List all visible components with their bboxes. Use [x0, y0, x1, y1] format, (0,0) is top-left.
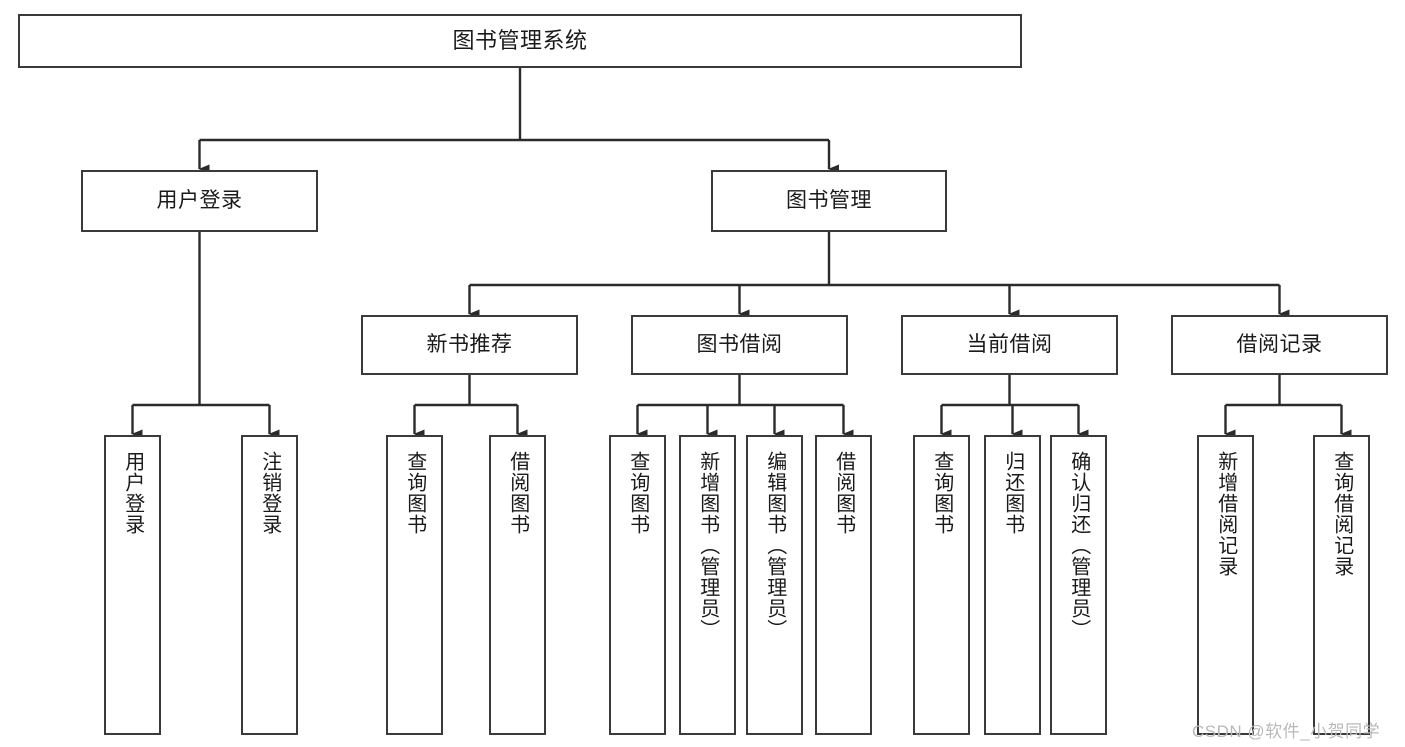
node-leaf-cur-query[interactable]: 查询图书: [913, 435, 970, 735]
node-leaf-rec-query2[interactable]: 查询借阅记录: [1313, 435, 1370, 735]
node-leaf-rec-query[interactable]: 查询图书: [386, 435, 443, 735]
node-label: 新增借阅记录: [1214, 451, 1237, 577]
node-book-manage[interactable]: 图书管理: [711, 170, 947, 232]
node-label: 确认归还（管理员）: [1067, 451, 1090, 640]
node-label: 新增图书（管理员）: [696, 451, 719, 640]
node-root[interactable]: 图书管理系统: [18, 14, 1022, 68]
node-label: 借阅图书: [506, 451, 529, 535]
node-label: 查询借阅记录: [1330, 451, 1353, 577]
node-leaf-rec-add[interactable]: 新增借阅记录: [1197, 435, 1254, 735]
node-label: 借阅记录: [1236, 332, 1323, 356]
node-label: 归还图书: [1001, 451, 1024, 535]
node-new-book-rec[interactable]: 新书推荐: [361, 315, 578, 375]
node-book-borrow[interactable]: 图书借阅: [631, 315, 848, 375]
node-label: 查询图书: [930, 451, 953, 535]
node-label: 注销登录: [258, 451, 281, 535]
node-leaf-cur-return[interactable]: 归还图书: [984, 435, 1041, 735]
node-leaf-user-logout[interactable]: 注销登录: [241, 435, 298, 735]
node-label: 借阅图书: [832, 451, 855, 535]
node-borrow-record[interactable]: 借阅记录: [1171, 315, 1388, 375]
node-label: 编辑图书（管理员）: [763, 451, 786, 640]
node-label: 用户登录: [156, 188, 243, 212]
node-label: 查询图书: [403, 451, 426, 535]
node-leaf-cur-confirm[interactable]: 确认归还（管理员）: [1050, 435, 1107, 735]
node-label: 图书借阅: [696, 332, 783, 356]
node-user-login[interactable]: 用户登录: [81, 170, 318, 232]
node-leaf-borrow-add[interactable]: 新增图书（管理员）: [679, 435, 736, 735]
node-leaf-borrow-query[interactable]: 查询图书: [609, 435, 666, 735]
node-leaf-borrow-edit[interactable]: 编辑图书（管理员）: [746, 435, 803, 735]
node-label: 用户登录: [121, 451, 144, 535]
watermark-text: CSDN @软件_小贺同学: [1192, 722, 1381, 741]
node-leaf-rec-borrow[interactable]: 借阅图书: [489, 435, 546, 735]
node-label: 图书管理系统: [452, 28, 588, 54]
node-leaf-borrow-lend[interactable]: 借阅图书: [815, 435, 872, 735]
node-label: 图书管理: [786, 188, 872, 212]
node-current-borrow[interactable]: 当前借阅: [901, 315, 1118, 375]
node-label: 新书推荐: [426, 332, 513, 356]
node-label: 当前借阅: [966, 332, 1053, 356]
node-label: 查询图书: [626, 451, 649, 535]
node-leaf-user-login[interactable]: 用户登录: [104, 435, 161, 735]
